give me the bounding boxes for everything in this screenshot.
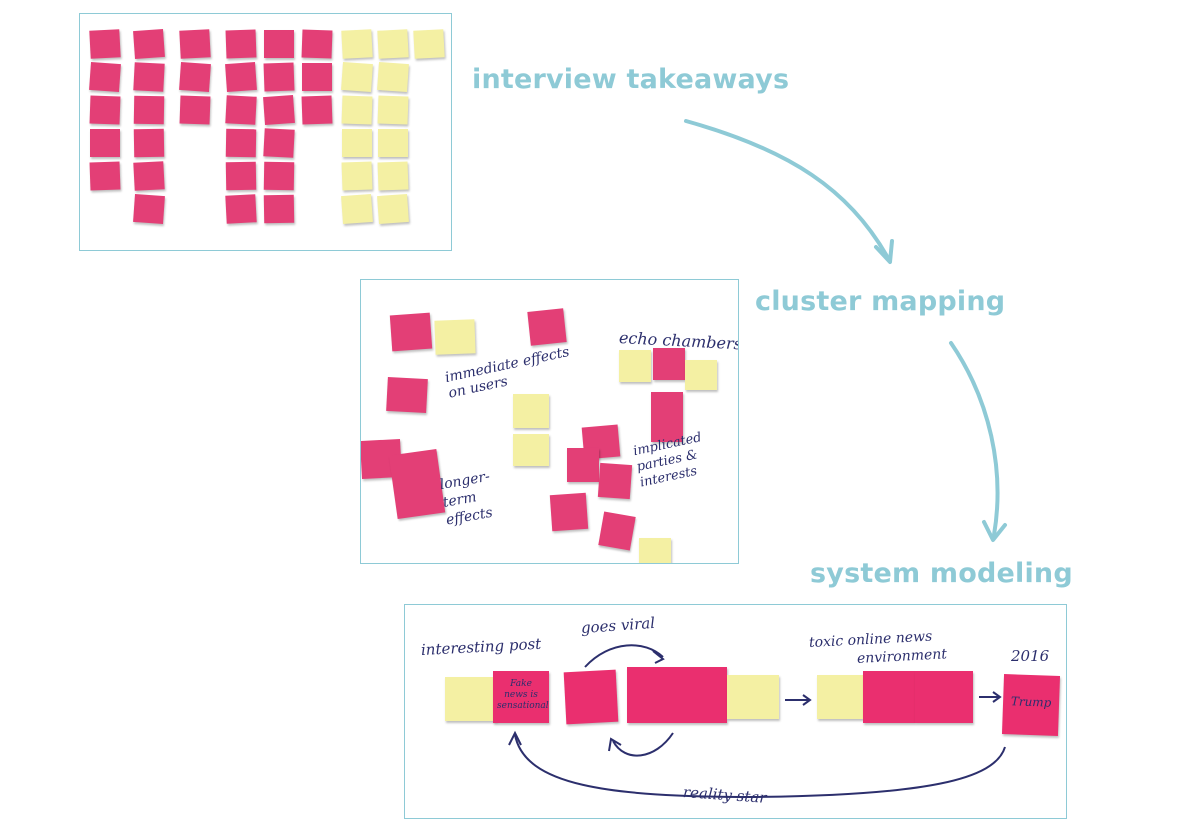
sticky-note (133, 128, 165, 158)
sticky-note (341, 29, 373, 59)
flow-arrowhead-1 (874, 239, 894, 264)
sticky-note (639, 538, 671, 563)
sticky-note-trump-text: Trump (1010, 694, 1052, 710)
sticky-note (377, 161, 409, 191)
stage-label-interview-takeaways: interview takeaways (472, 64, 790, 95)
sticky-note (301, 95, 333, 125)
sticky-note (225, 128, 257, 158)
sticky-note (179, 95, 211, 125)
sticky-note (863, 671, 915, 723)
sticky-note (386, 376, 428, 414)
sticky-note (225, 61, 257, 93)
sticky-note (263, 161, 295, 191)
sticky-note (598, 511, 636, 551)
model-label-toxic-environment-line2: environment (856, 646, 948, 667)
sticky-note (377, 29, 409, 59)
flow-arrowhead-2 (982, 520, 1007, 542)
sticky-note (413, 29, 445, 59)
model-label-reality-star: reality star (682, 783, 768, 807)
sticky-note (341, 193, 373, 225)
stage-label-system-modeling: system modeling (810, 558, 1073, 589)
interview-takeaways-photo (79, 13, 452, 251)
sticky-note (263, 128, 295, 158)
stage-label-cluster-mapping: cluster mapping (755, 286, 1006, 317)
sticky-note (302, 63, 332, 91)
sticky-note (89, 161, 121, 191)
sticky-note (619, 350, 651, 382)
sticky-note (445, 677, 497, 721)
sticky-note (341, 161, 373, 191)
system-modeling-photo: Fake news is sensational Trump interesti… (404, 604, 1067, 819)
sticky-note (563, 669, 619, 725)
sticky-note (263, 62, 295, 92)
sticky-note (225, 161, 257, 191)
sticky-note (133, 28, 165, 60)
sticky-note (301, 29, 333, 59)
sticky-note-fake-news-text: Fake news is sensational (497, 679, 549, 711)
sticky-note (225, 194, 257, 224)
sticky-note (651, 392, 683, 442)
flow-arrow-1 (684, 119, 890, 260)
sticky-note (225, 29, 257, 59)
sticky-note-fake-news: Fake news is sensational (493, 671, 549, 723)
sticky-note (133, 62, 165, 92)
sticky-note (89, 61, 121, 93)
sticky-note (627, 667, 727, 723)
model-label-goes-viral: goes viral (580, 613, 656, 637)
sticky-note (685, 360, 717, 390)
sticky-note (513, 434, 549, 466)
sticky-note (388, 448, 446, 520)
sticky-note (378, 129, 408, 157)
sticky-note (513, 394, 549, 428)
sticky-note (597, 462, 633, 500)
sticky-note-trump: Trump (1001, 674, 1061, 736)
sticky-note (377, 193, 409, 225)
sticky-note (377, 61, 409, 93)
sticky-note (653, 348, 685, 380)
sticky-note (179, 29, 211, 59)
sticky-note (89, 29, 121, 59)
sticky-note (377, 95, 409, 125)
sticky-note (263, 94, 295, 126)
sticky-note (133, 161, 165, 191)
sticky-note (342, 129, 372, 157)
sticky-note (915, 671, 973, 723)
sticky-note (727, 675, 779, 719)
sticky-note (341, 95, 373, 125)
sticky-note (264, 30, 294, 58)
group-label-implicated: implicated parties & interests (632, 430, 704, 491)
sticky-note (549, 492, 589, 532)
sticky-note (89, 95, 121, 125)
sticky-note (133, 95, 165, 125)
sticky-note (567, 448, 599, 482)
sticky-note (90, 129, 120, 157)
sticky-note (263, 194, 295, 224)
flow-arrow-2 (949, 341, 1000, 537)
sticky-note (225, 95, 257, 125)
sticky-note (389, 312, 433, 352)
sticky-note (434, 319, 476, 355)
sticky-note (179, 61, 211, 93)
model-label-year: 2016 (1011, 647, 1050, 665)
sticky-note (817, 675, 863, 719)
sticky-note (133, 193, 165, 225)
sticky-note (341, 61, 373, 93)
model-label-interesting-post: interesting post (420, 634, 542, 659)
cluster-mapping-photo: echo chambers immediate effects on users… (360, 279, 739, 564)
sticky-note (527, 308, 567, 346)
group-label-longer-term: longer-term effects (438, 468, 494, 529)
